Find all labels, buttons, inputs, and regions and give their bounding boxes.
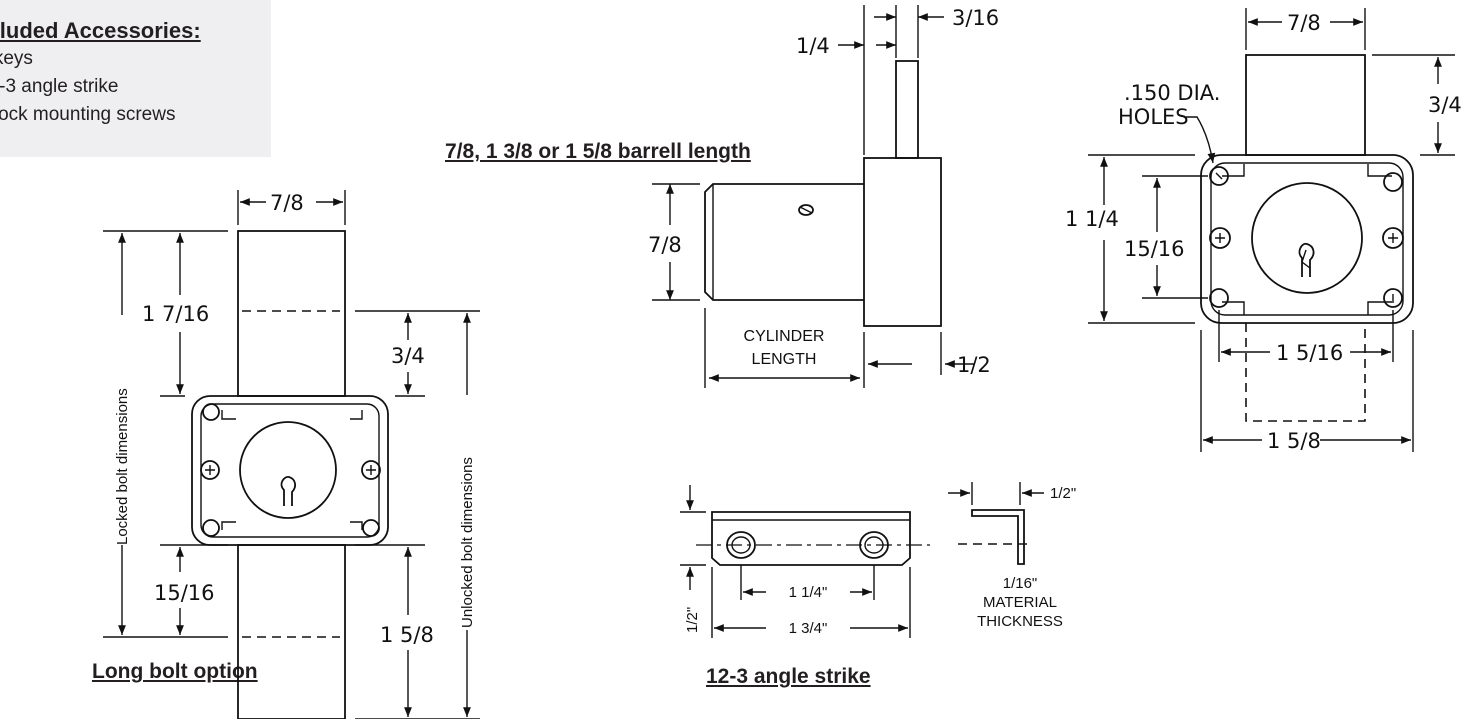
dim-front-bolt-throw: 3/4 [1428, 93, 1462, 117]
dim-cylinder-diameter: 7/8 [648, 233, 682, 257]
front-case [1200, 154, 1414, 324]
dim-screw-spacing-h: 1 5/16 [1276, 341, 1343, 365]
mounting-hole-icon [1383, 172, 1403, 192]
long-bolt-keyway-icon [280, 476, 296, 506]
side-view-title: 7/8, 1 3/8 or 1 5/8 barrell length [445, 140, 751, 163]
side-view: 1/4 3/16 7/8 CYLINDER LENGTH 1/2 [648, 5, 999, 388]
long-bolt-case [191, 395, 389, 546]
long-bolt-view: 7/8 1 7/16 15/16 Locked bolt dimensions … [103, 190, 480, 719]
long-bolt-upper [237, 230, 346, 397]
dim-long-bolt-width: 7/8 [270, 191, 304, 215]
long-bolt-lower [237, 544, 346, 719]
mounting-screw-icon [200, 460, 220, 480]
mounting-hole-icon [202, 519, 220, 537]
mounting-screw-icon [1382, 227, 1404, 249]
side-bolt [895, 60, 919, 159]
dim-bolt-offset: 1/4 [796, 34, 830, 58]
dim-case-height: 1 1/4 [1065, 207, 1119, 231]
dim-unlocked-lower: 1 5/8 [380, 623, 434, 647]
dim-hole-spacing: 1 1/4" [789, 584, 828, 601]
dim-locked-upper: 1 7/16 [142, 302, 209, 326]
side-cylinder [704, 183, 864, 301]
dim-strike-height: 1/2" [684, 607, 701, 633]
strike-profile [971, 509, 1025, 565]
mounting-hole-icon [1209, 166, 1229, 186]
accessories-title: Included Accessories: [0, 18, 201, 43]
accessory-item: 12-3 angle strike [0, 76, 119, 97]
dim-strike-flange: 1/2" [1050, 485, 1076, 502]
dim-long-bolt-throw: 3/4 [391, 344, 425, 368]
accessories-panel: Included Accessories: 2 keys 12-3 angle … [0, 0, 271, 157]
dim-strike-length: 1 3/4" [789, 620, 828, 637]
dim-case-depth: 1/2 [957, 353, 991, 377]
mounting-hole-icon [362, 519, 380, 537]
unlocked-dimensions-label: Unlocked bolt dimensions [459, 457, 476, 628]
cylinder-face [1251, 182, 1363, 294]
holes-label: .150 DIA. [1124, 81, 1220, 105]
bolt-projection [1245, 323, 1366, 422]
thickness-label: THICKNESS [977, 613, 1063, 630]
strike-plate [711, 511, 911, 566]
front-view: 7/8 3/4 1 1/4 15/16 1 5/16 1 5/8 .150 DI… [1065, 8, 1462, 453]
long-bolt-cylinder [239, 421, 337, 519]
front-bolt [1245, 54, 1366, 156]
cylinder-length-label: CYLINDER [744, 328, 825, 345]
mounting-screw-icon [1209, 227, 1231, 249]
accessory-item: 2 keys [0, 48, 33, 69]
mounting-hole-icon [202, 403, 220, 421]
angle-strike-title: 12-3 angle strike [706, 665, 871, 688]
dim-locked-lower: 15/16 [154, 581, 215, 605]
thickness-label: MATERIAL [983, 594, 1057, 611]
side-housing [863, 157, 942, 327]
dim-front-bolt-width: 7/8 [1287, 11, 1321, 35]
mounting-hole-icon [1383, 288, 1403, 308]
dim-screw-spacing-v: 15/16 [1124, 237, 1185, 261]
thickness-value: 1/16" [1003, 575, 1038, 592]
holes-label: HOLES [1118, 105, 1189, 129]
cylinder-length-label: LENGTH [752, 351, 817, 368]
cylinder-screw-icon [798, 204, 814, 216]
dim-case-width: 1 5/8 [1267, 429, 1321, 453]
accessory-item: 4 lock mounting screws [0, 104, 176, 125]
mounting-screw-icon [361, 460, 381, 480]
long-bolt-title: Long bolt option [92, 660, 258, 683]
locked-dimensions-label: Locked bolt dimensions [114, 388, 131, 545]
dim-bolt-width: 3/16 [952, 6, 999, 30]
angle-strike-view: 1/2" 1 1/4" 1 3/4" 1/2" 1/16" MATERIAL T… [680, 482, 1076, 638]
keyway-icon [1298, 242, 1315, 277]
mounting-hole-icon [1209, 288, 1229, 308]
